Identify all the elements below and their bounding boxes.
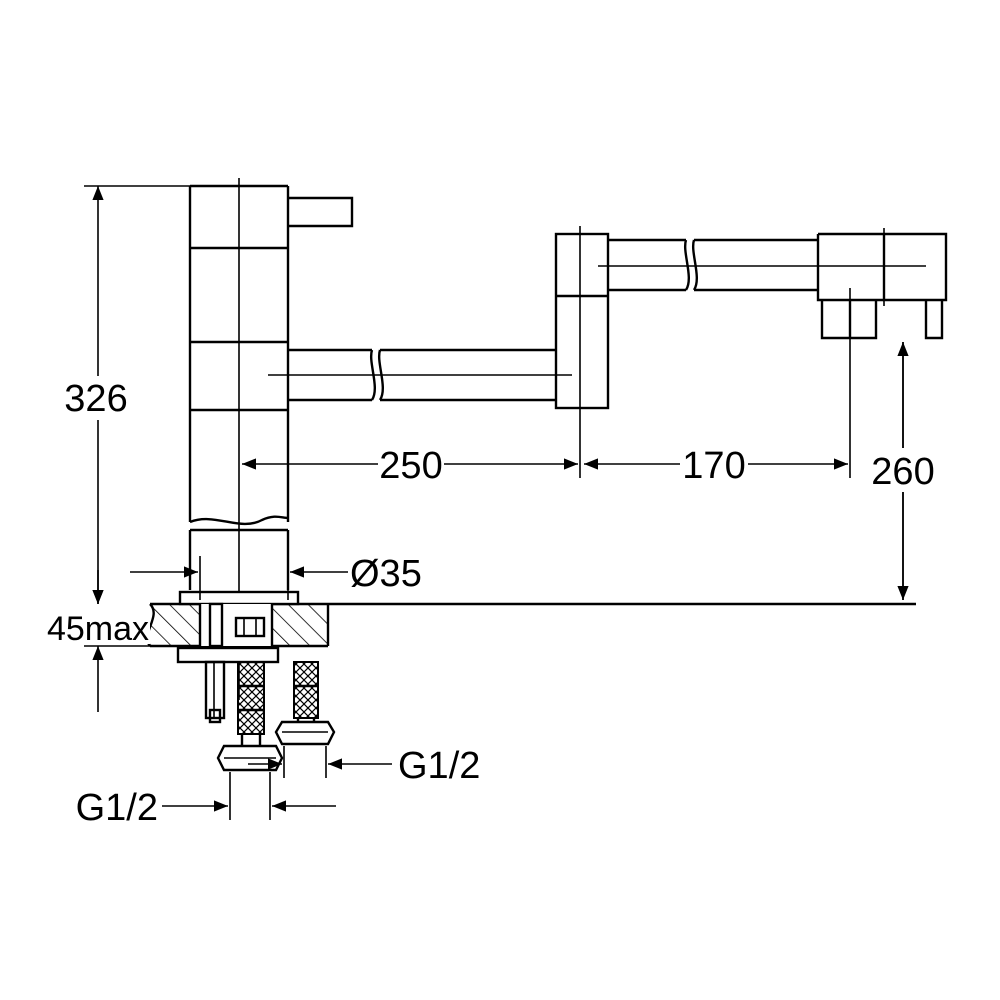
dim-label-260: 260 [871,451,934,493]
dimension-spout-reach-170: 170 [584,445,848,487]
dimension-base-diameter: Ø35 [130,553,422,600]
dimension-overall-height: 326 [58,185,190,604]
spout-upper-arm [598,238,926,292]
deck-section [146,590,916,664]
supply-hose-left [216,661,284,772]
spout-swivel-joint [554,226,610,478]
dim-label-170: 170 [682,445,745,487]
dim-label-326: 326 [64,378,127,420]
dim-label-g12-right: G1/2 [398,745,480,787]
dim-label-250: 250 [379,445,442,487]
dimension-inlet-left: G1/2 [76,772,336,829]
dimension-spout-reach-250: 250 [242,445,578,487]
dimension-spout-height: 260 [868,342,938,600]
dim-label-g12-left: G1/2 [76,787,158,829]
dim-label-45max: 45max [47,610,149,648]
dimension-deck-thickness: 45max [46,570,150,712]
supply-hose-right [274,661,336,746]
dim-label-diameter: Ø35 [350,553,422,595]
spout-head [816,228,948,478]
mounting-stud [204,660,226,724]
dimension-inlet-right: G1/2 [248,745,480,787]
spout-lower-arm [268,348,572,402]
